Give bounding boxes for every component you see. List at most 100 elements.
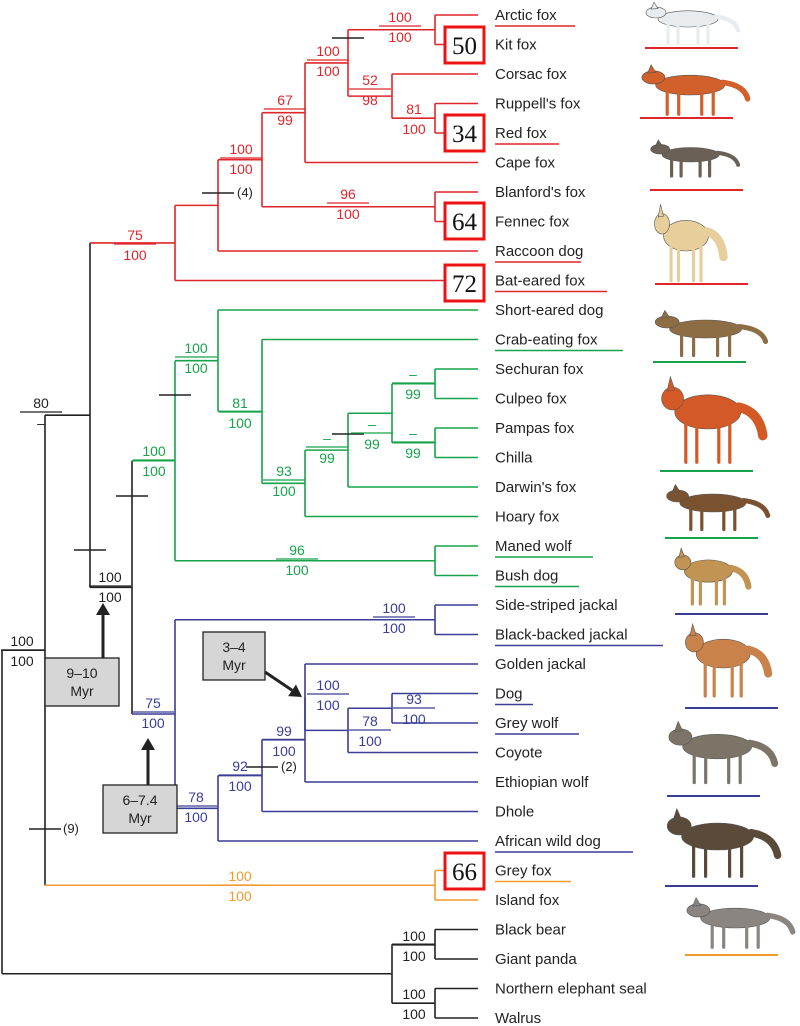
myr-value: 6–7.4 [122, 792, 157, 808]
taxon-label: Dhole [495, 804, 534, 821]
maned-wolf-illustration [660, 375, 768, 472]
support-value-top: 100 [228, 868, 252, 884]
taxon-label: Bat-eared fox [495, 273, 586, 290]
support-value-bottom: 100 [229, 161, 253, 177]
animal-tail [733, 402, 768, 441]
taxon-label: Bush dog [495, 568, 558, 585]
taxon-label: Dog [495, 686, 523, 703]
animal-ear [672, 807, 683, 821]
taxon-label: Fennec fox [495, 214, 570, 231]
grey-wolf-illustration [667, 720, 779, 797]
support-value-bottom: 100 [184, 809, 208, 825]
tick-marks: (4)(2)(9) [29, 37, 364, 836]
support-values: 1001001001005298811006799100100961007510… [1, 9, 435, 1022]
support-value-top: 81 [406, 101, 422, 117]
myr-value: 9–10 [66, 665, 97, 681]
raccoon-dog-illustration [650, 139, 743, 191]
taxon-label: Maned wolf [495, 538, 573, 555]
myr-unit: Myr [222, 657, 246, 673]
taxon-label: Cape fox [495, 155, 556, 172]
myr-arrow-head [141, 738, 155, 750]
support-value-bottom: 100 [98, 589, 122, 605]
taxon-label: Chilla [495, 450, 533, 467]
indel-count: (4) [237, 185, 253, 200]
taxon-label: Coyote [495, 745, 543, 762]
animal-tail [713, 14, 741, 33]
taxon-label: Corsac fox [495, 66, 567, 83]
animal-ear [671, 483, 681, 493]
support-value-top: 100 [184, 340, 208, 356]
taxon-label: Northern elephant seal [495, 981, 647, 998]
highlight-box: 50 [443, 25, 486, 65]
grey-fox-illustration [685, 897, 796, 956]
animal-tail [719, 79, 751, 102]
red-fox-illustration [640, 64, 751, 119]
taxon-label: Sechuran fox [495, 361, 584, 378]
myr-box-frame [202, 631, 266, 681]
support-value-top: – [409, 425, 417, 441]
taxon-label: Raccoon dog [495, 243, 583, 260]
support-value-top: 78 [188, 789, 204, 805]
support-value-bottom: 100 [336, 206, 360, 222]
support-value-top: 100 [10, 633, 34, 649]
support-value-top: 75 [127, 227, 143, 243]
animal-tail [747, 829, 782, 859]
taxon-label: Pampas fox [495, 420, 575, 437]
support-value-bottom: 99 [277, 112, 293, 128]
taxon-label: Black-backed jackal [495, 627, 628, 644]
support-value-bottom: 100 [123, 247, 147, 263]
myr-arrow-head [288, 684, 302, 697]
arctic-fox-illustration [645, 1, 741, 49]
support-value-bottom: 99 [319, 450, 335, 466]
support-value-top: 78 [362, 713, 378, 729]
crab-eating-fox-illustration [653, 309, 769, 363]
highlight-box: 64 [443, 201, 486, 241]
fennec-fox-illustration [654, 204, 748, 285]
support-value-top: 100 [142, 443, 166, 459]
support-value-top: 100 [388, 9, 412, 25]
myr-value: 3–4 [222, 639, 246, 655]
animal-tail [715, 150, 741, 167]
taxon-label: Giant panda [495, 951, 577, 968]
support-value-top: 96 [340, 186, 356, 202]
highlight-box: 34 [443, 113, 486, 153]
support-value-bottom: 100 [228, 415, 252, 431]
support-value-top: 52 [362, 72, 378, 88]
highlight-number: 50 [452, 33, 477, 60]
highlight-box: 66 [443, 851, 486, 891]
highlight-frame [443, 263, 486, 303]
animal-tail [746, 739, 779, 767]
taxon-label: Grey wolf [495, 715, 559, 732]
animal-ear [678, 547, 685, 558]
myr-box-frame [102, 784, 178, 834]
highlight-frame [443, 113, 486, 153]
highlight-box: 72 [443, 263, 486, 303]
african-wild-dog-illustration [665, 807, 782, 887]
support-value-bottom: 100 [358, 733, 382, 749]
taxon-label: Blanford's fox [495, 184, 586, 201]
animal-ear [674, 720, 684, 732]
support-value-top: 80 [33, 395, 49, 411]
myr-box-frame [44, 657, 120, 707]
myr-unit: Myr [128, 810, 152, 826]
indel-count: (9) [63, 821, 79, 836]
taxon-label: Culpeo fox [495, 391, 567, 408]
taxon-label: Side-striped jackal [495, 597, 618, 614]
animal-tail [741, 498, 771, 518]
support-value-top: 92 [232, 758, 248, 774]
animal-ear [660, 309, 671, 319]
support-value-bottom: 99 [405, 386, 421, 402]
support-value-top: 81 [232, 395, 248, 411]
taxon-label: Arctic fox [495, 7, 557, 24]
myr-unit: Myr [70, 683, 94, 699]
support-value-top: 100 [316, 43, 340, 59]
support-value-top: 100 [229, 141, 253, 157]
taxon-label: African wild dog [495, 833, 601, 850]
support-value-bottom: 100 [141, 715, 165, 731]
support-value-top: – [323, 430, 331, 446]
support-value-bottom: 100 [388, 29, 412, 45]
support-value-bottom: 100 [10, 653, 34, 669]
